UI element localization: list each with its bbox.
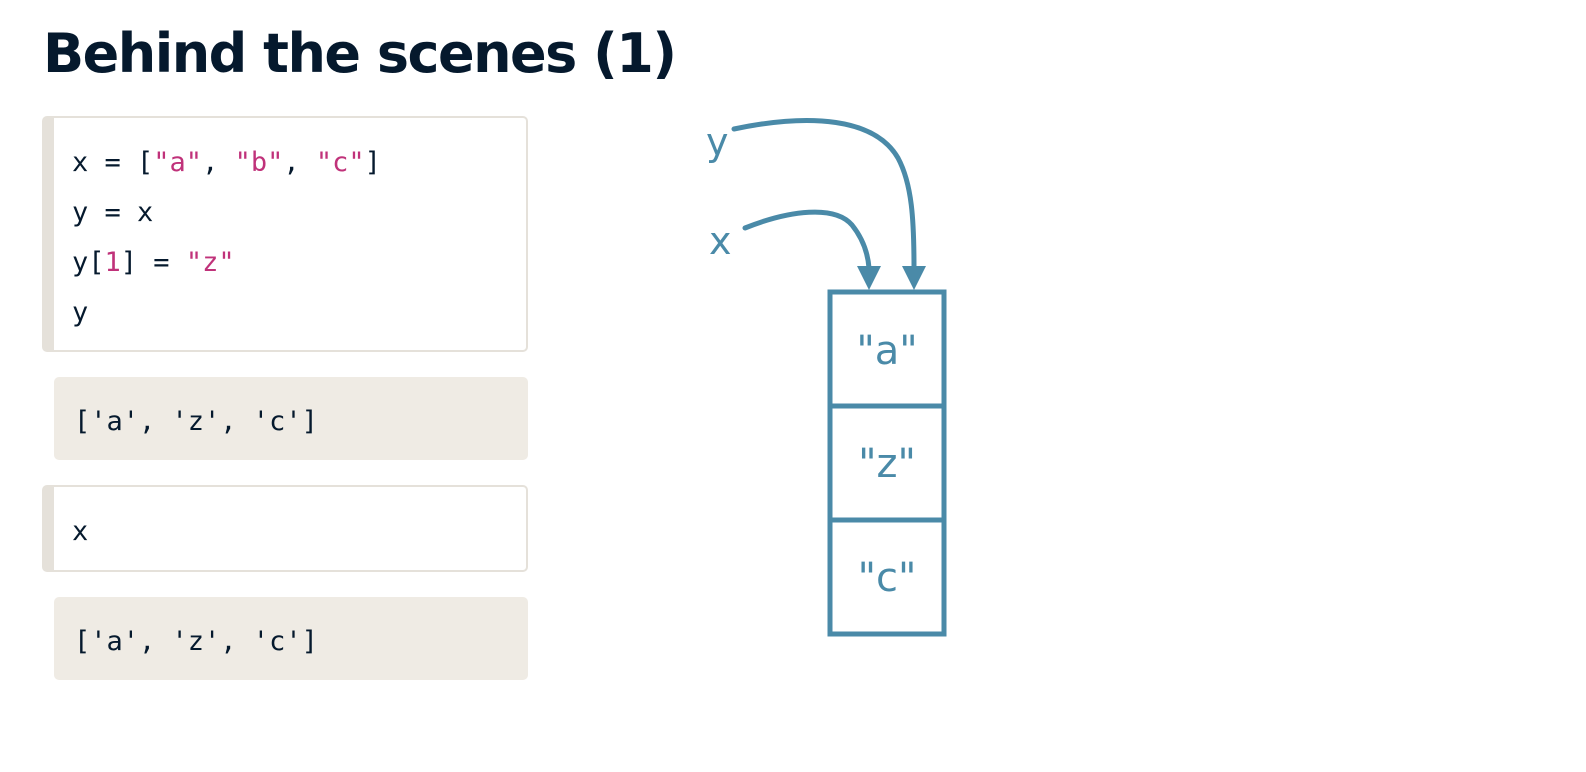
variable-label-y: y xyxy=(706,120,729,164)
code-number-token: 1 xyxy=(104,247,121,278)
list-item-label: "z" xyxy=(858,441,916,487)
slide-title: Behind the scenes (1) xyxy=(43,22,677,85)
output-line: ['a', 'z', 'c'] xyxy=(74,406,318,437)
variable-label-x: x xyxy=(709,219,732,263)
code-line: x = ["a", "b", "c"] xyxy=(72,138,508,188)
code-string-token: "a" xyxy=(153,147,203,178)
code-token: y xyxy=(72,297,89,328)
code-line: y xyxy=(72,288,508,338)
code-output-cell-1: ['a', 'z', 'c'] xyxy=(54,377,528,460)
code-token: x xyxy=(72,516,89,547)
code-line: y[1] = "z" xyxy=(72,238,508,288)
reference-arrow-y xyxy=(731,118,917,271)
code-input-cell-1[interactable]: x = ["a", "b", "c"] y = x y[1] = "z" y xyxy=(42,116,528,352)
list-cell-0 xyxy=(827,289,947,409)
list-item-label: "c" xyxy=(858,555,917,601)
code-string-token: "z" xyxy=(185,247,235,278)
arrowhead-x xyxy=(857,266,881,290)
code-token: x = [ xyxy=(72,147,154,178)
code-token: y[ xyxy=(72,247,105,278)
code-output-cell-2: ['a', 'z', 'c'] xyxy=(54,597,528,680)
arrowhead-y xyxy=(902,266,926,290)
code-token: , xyxy=(283,147,316,178)
code-token: y = x xyxy=(72,197,154,228)
code-token: ] xyxy=(364,147,381,178)
code-line: y = x xyxy=(72,188,508,238)
code-line: x xyxy=(72,507,508,557)
code-string-token: "b" xyxy=(234,147,284,178)
list-cell-2 xyxy=(827,517,947,637)
code-token: ] = xyxy=(120,247,186,278)
output-line: ['a', 'z', 'c'] xyxy=(74,626,318,657)
code-string-token: "c" xyxy=(315,147,365,178)
code-input-cell-2[interactable]: x xyxy=(42,485,528,572)
list-item-label: "a" xyxy=(856,328,917,374)
list-cell-1 xyxy=(827,403,947,523)
code-token: , xyxy=(202,147,235,178)
reference-arrow-x xyxy=(742,209,872,271)
